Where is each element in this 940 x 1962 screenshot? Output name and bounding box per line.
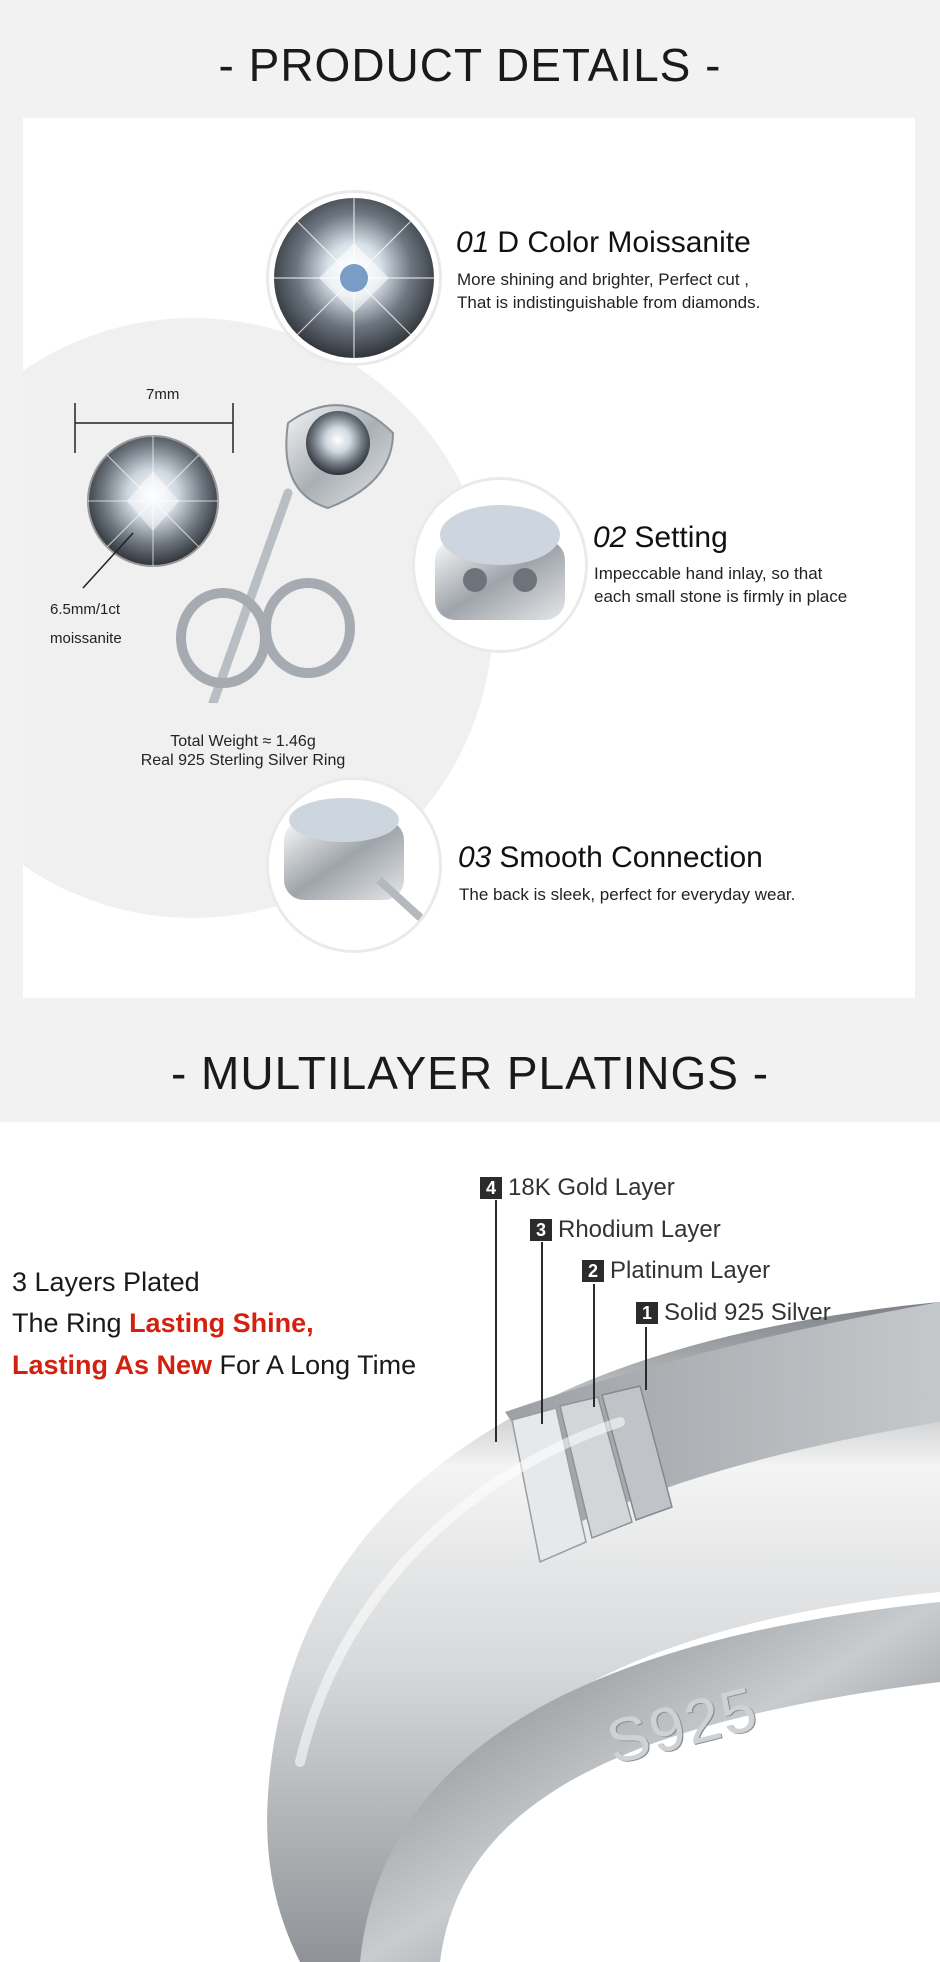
stone-type-label: moissanite <box>50 630 122 647</box>
stone-size-label: 6.5mm/1ct <box>50 601 121 618</box>
feature-3-number: 03 <box>458 841 492 874</box>
weight-label: Total Weight ≈ 1.46g <box>170 733 316 750</box>
feature-2-desc-line-2: each small stone is firmly in place <box>594 587 848 606</box>
tagline-2-prefix: The Ring <box>12 1308 130 1338</box>
moissanite-stone-image <box>269 193 439 363</box>
feature-1-desc-line-2: That is indistinguishable from diamonds. <box>457 293 761 312</box>
layer-4-number: 4 <box>480 1177 502 1199</box>
tagline-line-1: 3 Layers Plated <box>12 1267 200 1297</box>
product-details-panel: 7mm 6.5mm/1ct moissanite Total Weight ≈ … <box>23 118 915 998</box>
tagline-3-suffix: For A Long Time <box>212 1350 417 1380</box>
layer-4-label: 4 18K Gold Layer <box>480 1174 675 1202</box>
width-label: 7mm <box>146 386 180 403</box>
layer-2-text: Platinum Layer <box>610 1257 771 1284</box>
feature-1-heading: D Color Moissanite <box>497 226 751 259</box>
layer-3-text: Rhodium Layer <box>558 1216 721 1243</box>
smooth-back-image <box>269 780 439 950</box>
multilayer-platings-title: - MULTILAYER PLATINGS - <box>170 1047 770 1099</box>
feature-2-number: 02 <box>593 521 627 554</box>
feature-2-desc-line-1: Impeccable hand inlay, so that <box>594 564 823 583</box>
layer-3-label: 3 Rhodium Layer <box>530 1216 721 1244</box>
tagline-line-2: The Ring Lasting Shine, <box>12 1308 314 1339</box>
product-details-title: - PRODUCT DETAILS - <box>218 39 722 91</box>
layer-1-text: Solid 925 Silver <box>664 1299 831 1326</box>
platings-panel: 4 18K Gold Layer 3 Rhodium Layer 2 Platinum… <box>0 1122 940 1962</box>
feature-1-number: 01 <box>456 226 490 259</box>
tagline-3-highlight: Lasting As New <box>12 1350 213 1380</box>
layer-4-text: 18K Gold Layer <box>508 1174 675 1201</box>
layer-2-label: 2 Platinum Layer <box>582 1257 770 1285</box>
layer-3-number: 3 <box>530 1219 552 1241</box>
feature-3-heading: Smooth Connection <box>499 841 763 874</box>
tagline-2-highlight: Lasting Shine, <box>129 1308 314 1338</box>
layer-1-label: 1 Solid 925 Silver <box>636 1299 831 1327</box>
layer-2-number: 2 <box>582 1260 604 1282</box>
ring-illustration <box>267 1200 940 1962</box>
setting-closeup-image <box>415 480 585 650</box>
earring-illustration <box>74 403 395 703</box>
layer-1-number: 1 <box>636 1302 658 1324</box>
feature-1-desc-line-1: More shining and brighter, Perfect cut , <box>457 270 749 289</box>
feature-3-desc-line-1: The back is sleek, perfect for everyday … <box>459 885 796 904</box>
feature-2-heading: Setting <box>634 521 728 554</box>
tagline-line-3: Lasting As New For A Long Time <box>12 1350 416 1381</box>
material-label: Real 925 Sterling Silver Ring <box>140 752 346 769</box>
